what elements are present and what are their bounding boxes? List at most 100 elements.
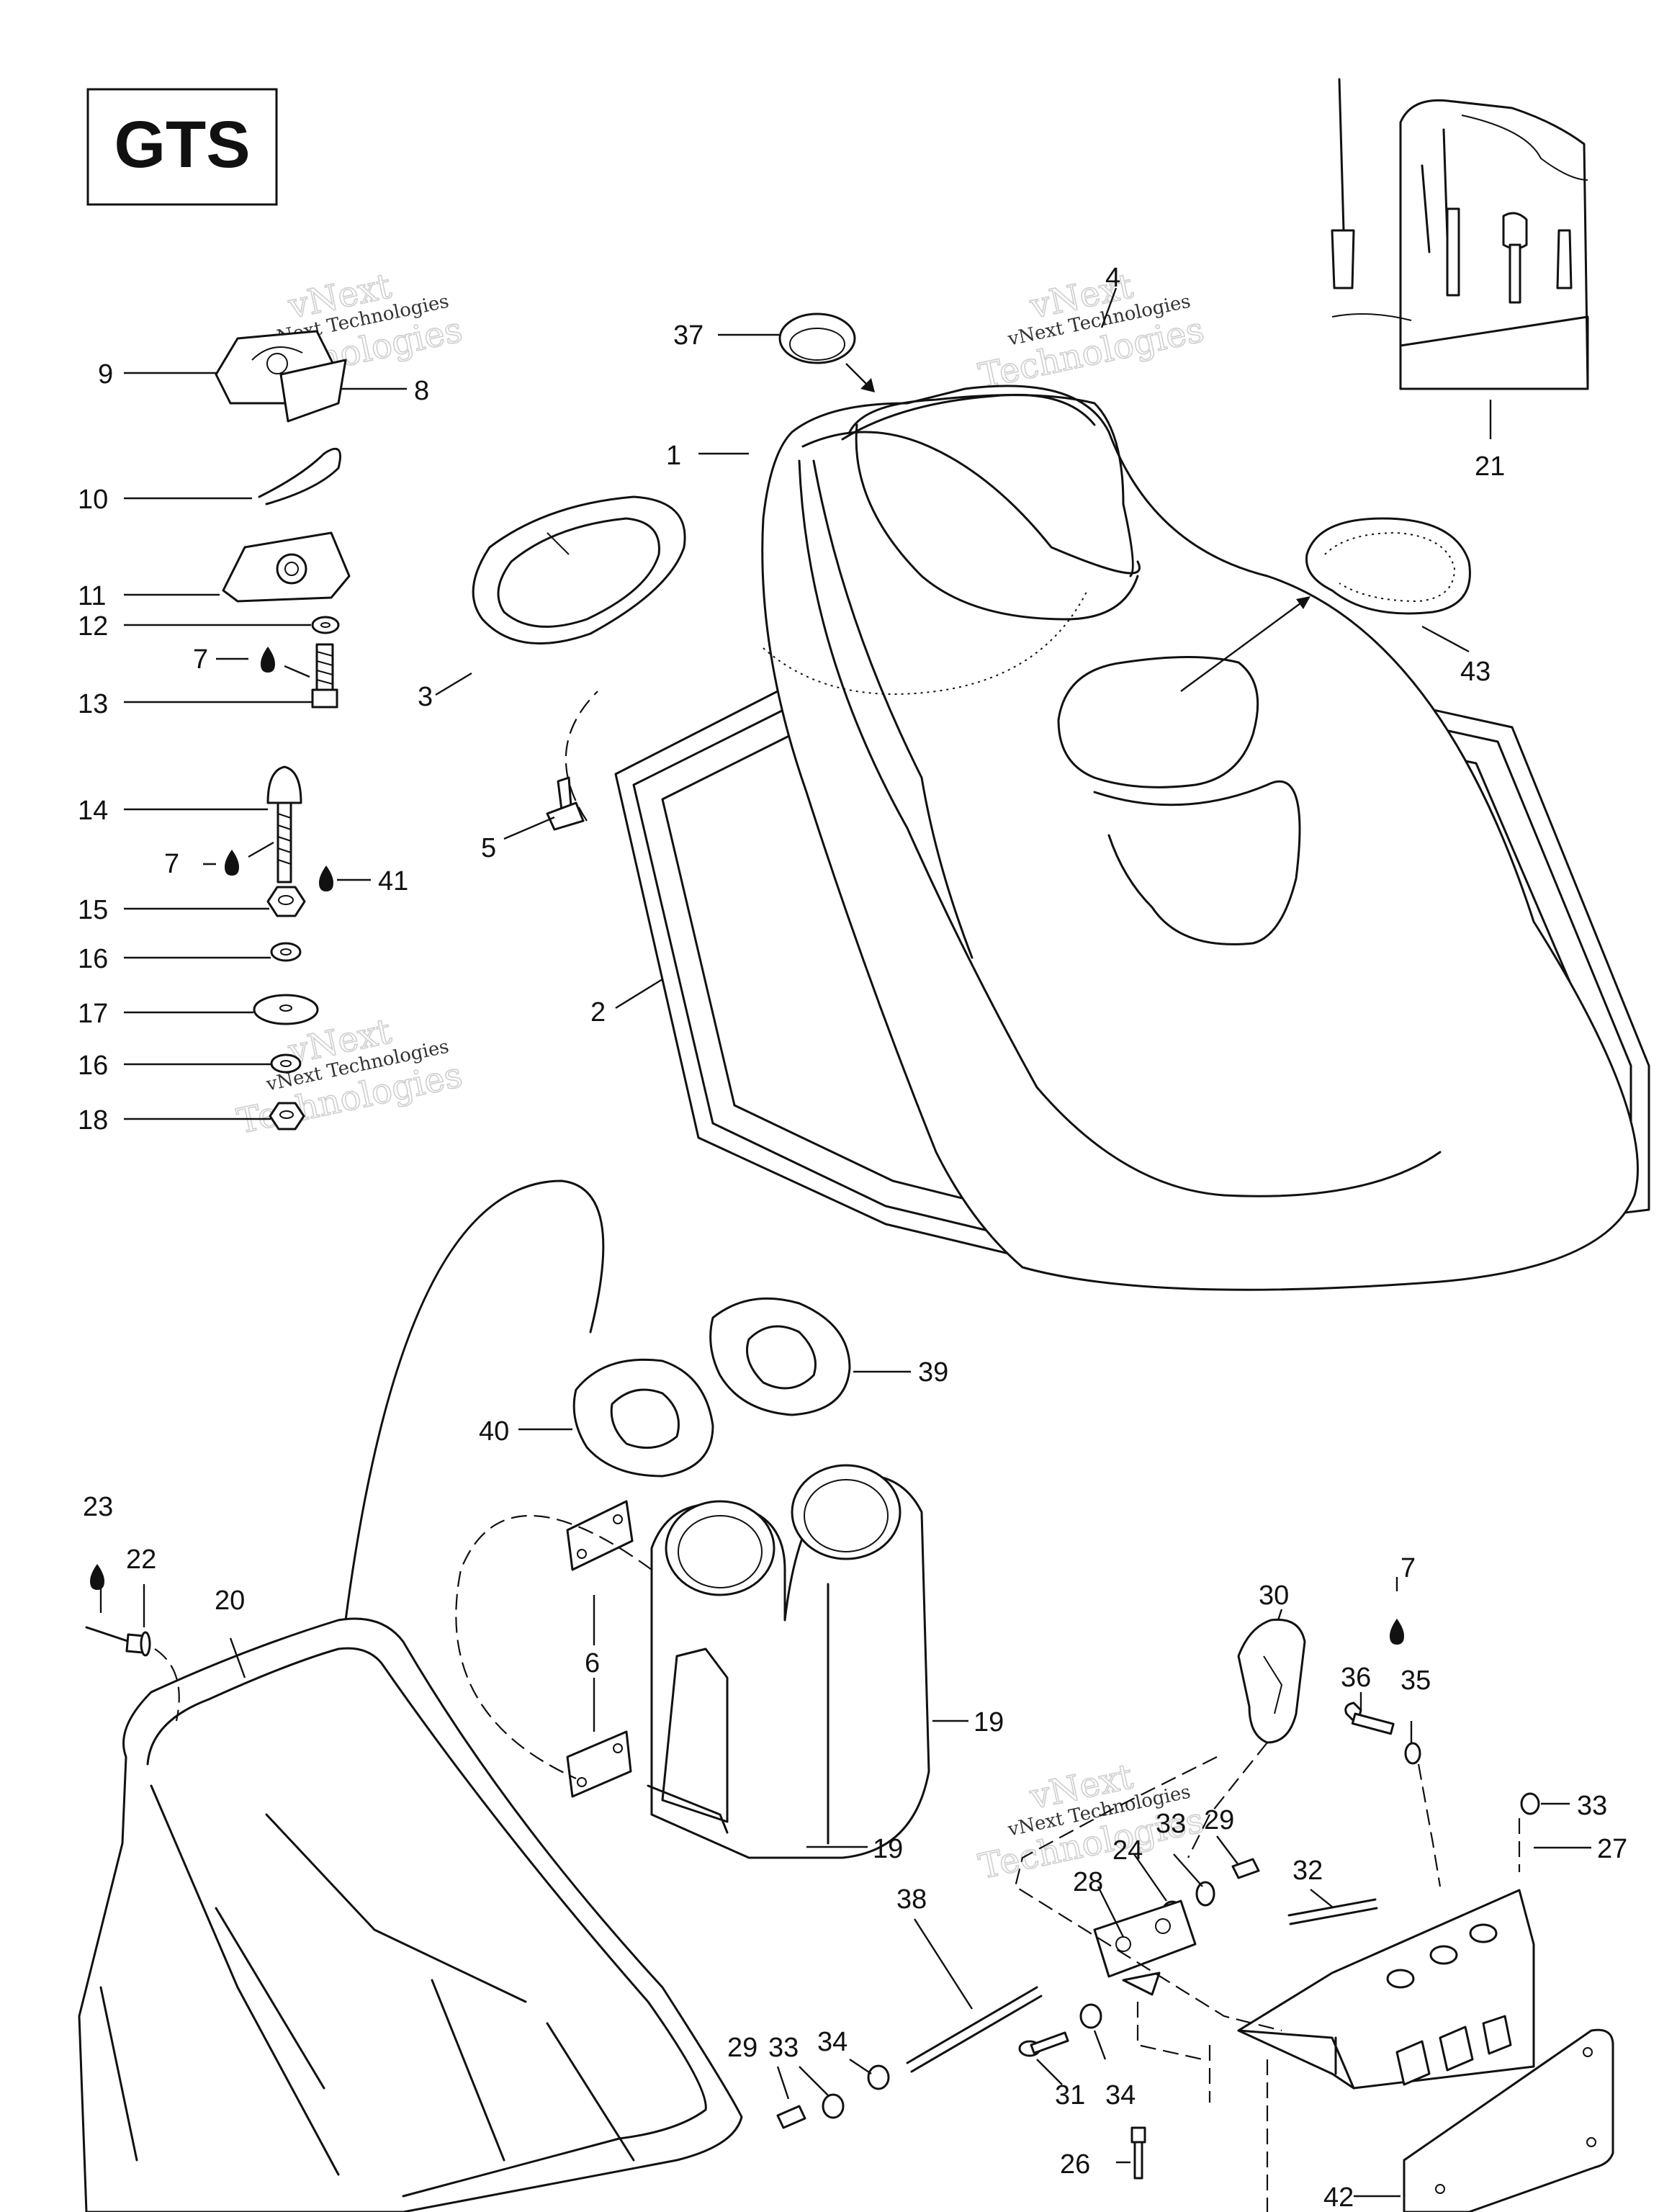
nut-part-18 (269, 1102, 305, 1130)
callout-24: 24 (1112, 1835, 1143, 1866)
callout-28: 28 (1073, 1867, 1103, 1897)
clip-part-33a (1195, 1881, 1215, 1907)
callout-33c: 33 (768, 2033, 799, 2063)
callout-33a: 33 (1156, 1809, 1186, 1839)
callout-38: 38 (896, 1884, 927, 1915)
pin-part-29b (776, 2105, 806, 2129)
clip-part-33c (822, 2093, 845, 2119)
callout-32: 32 (1292, 1856, 1323, 1886)
drop-icons (90, 647, 1404, 1645)
callout-26: 26 (1060, 2149, 1090, 2180)
gasket-part-3 (472, 495, 686, 645)
callout-16b: 16 (78, 1051, 108, 1081)
callout-34a: 34 (817, 2027, 848, 2057)
nut-part-15 (266, 886, 306, 917)
drop-icon (225, 850, 239, 876)
tool-kit-part-21 (1331, 78, 1589, 390)
callout-16a: 16 (78, 944, 108, 974)
leader-lines (99, 287, 1591, 2198)
grip-pad-part-43 (1305, 517, 1471, 615)
callout-37: 37 (673, 320, 703, 351)
bolt-part-31 (1018, 2031, 1069, 2057)
callout-13: 13 (78, 689, 108, 719)
drop-icon (261, 647, 275, 673)
callout-39: 39 (918, 1357, 948, 1388)
ring-part-37 (778, 313, 856, 364)
seat-cover-part-4 (841, 393, 1096, 441)
callout-23: 23 (83, 1492, 113, 1522)
pin-part-29a (1231, 1858, 1260, 1879)
callout-15: 15 (78, 895, 108, 925)
linkage-part-28 (1093, 1899, 1197, 1996)
callout-29a: 29 (1204, 1805, 1234, 1835)
callout-31: 31 (1055, 2080, 1085, 2110)
callout-21: 21 (1475, 451, 1505, 482)
callout-2: 2 (590, 997, 606, 1028)
hinge-bracket-part-27 (1237, 1889, 1535, 2090)
latch-handle-part-30 (1237, 1618, 1306, 1744)
plate-part-42 (1403, 2028, 1614, 2212)
callout-5: 5 (481, 833, 496, 863)
callout-9: 9 (98, 359, 113, 390)
latch-plate-part-11 (222, 531, 351, 603)
latch-clip-part-8 (279, 359, 347, 423)
storage-bin-part-20 (78, 1617, 743, 2212)
drop-icon (1390, 1619, 1404, 1645)
callout-30: 30 (1259, 1581, 1289, 1611)
callout-6: 6 (585, 1648, 600, 1678)
bracket-part-6a (566, 1500, 634, 1571)
gauge-trim-part-40 (572, 1358, 714, 1478)
bolt-part-26 (1130, 2126, 1146, 2180)
washer-part-16a (270, 942, 302, 962)
bracket-part-6b (566, 1730, 632, 1798)
washer-part-17 (253, 994, 319, 1025)
washer-part-12 (311, 616, 340, 634)
clip-part-33b (1520, 1792, 1540, 1815)
washer-part-34b (1079, 2003, 1102, 2029)
watermark: vNext vNext Technologies Technologies (975, 265, 1208, 397)
callout-8: 8 (414, 376, 429, 406)
callout-3: 3 (418, 682, 433, 712)
callout-18: 18 (78, 1105, 108, 1136)
rivet-part-22 (85, 1626, 151, 1657)
callout-29b: 29 (727, 2033, 757, 2063)
gauge-trim-part-39 (709, 1297, 851, 1416)
callout-10: 10 (78, 485, 108, 515)
callout-22: 22 (126, 1545, 156, 1575)
callouts: 1 2 3 4 5 6 7 7 7 8 9 10 11 12 13 14 15 … (78, 263, 1627, 2212)
callout-33b: 33 (1577, 1791, 1607, 1821)
bumper-stud-part-14 (266, 765, 302, 884)
callout-7a: 7 (193, 644, 208, 675)
callout-19b: 19 (873, 1834, 903, 1864)
callout-11: 11 (78, 581, 106, 611)
callout-40: 40 (479, 1416, 509, 1447)
callout-1: 1 (666, 441, 681, 471)
callout-7c: 7 (1401, 1553, 1416, 1583)
screw-part-13 (311, 643, 338, 709)
drop-icon (319, 866, 333, 891)
callout-41: 41 (378, 866, 408, 896)
rod-part-32 (1287, 1898, 1378, 1925)
callout-34b: 34 (1105, 2080, 1136, 2110)
bolt-part-36 (1344, 1701, 1395, 1735)
washer-part-35 (1404, 1742, 1421, 1765)
spring-clip-part-10 (258, 447, 341, 505)
callout-7b: 7 (164, 849, 179, 879)
washer-part-16b (270, 1053, 302, 1074)
screw-part-5 (546, 776, 585, 831)
callout-42: 42 (1323, 2182, 1354, 2212)
callout-36: 36 (1341, 1663, 1371, 1693)
callout-27: 27 (1597, 1834, 1627, 1864)
callout-20: 20 (215, 1586, 245, 1616)
watermark: vNext vNext Technologies Technologies (233, 1010, 467, 1142)
callout-17: 17 (78, 999, 108, 1029)
model-badge: GTS (86, 88, 278, 206)
seat-part-1 (761, 385, 1639, 1291)
callout-35: 35 (1401, 1665, 1431, 1696)
callout-12: 12 (78, 611, 108, 642)
rod-part-38 (906, 1986, 1043, 2073)
washer-part-34c (867, 2064, 890, 2090)
callout-43: 43 (1460, 657, 1491, 687)
model-badge-text: GTS (114, 108, 250, 181)
